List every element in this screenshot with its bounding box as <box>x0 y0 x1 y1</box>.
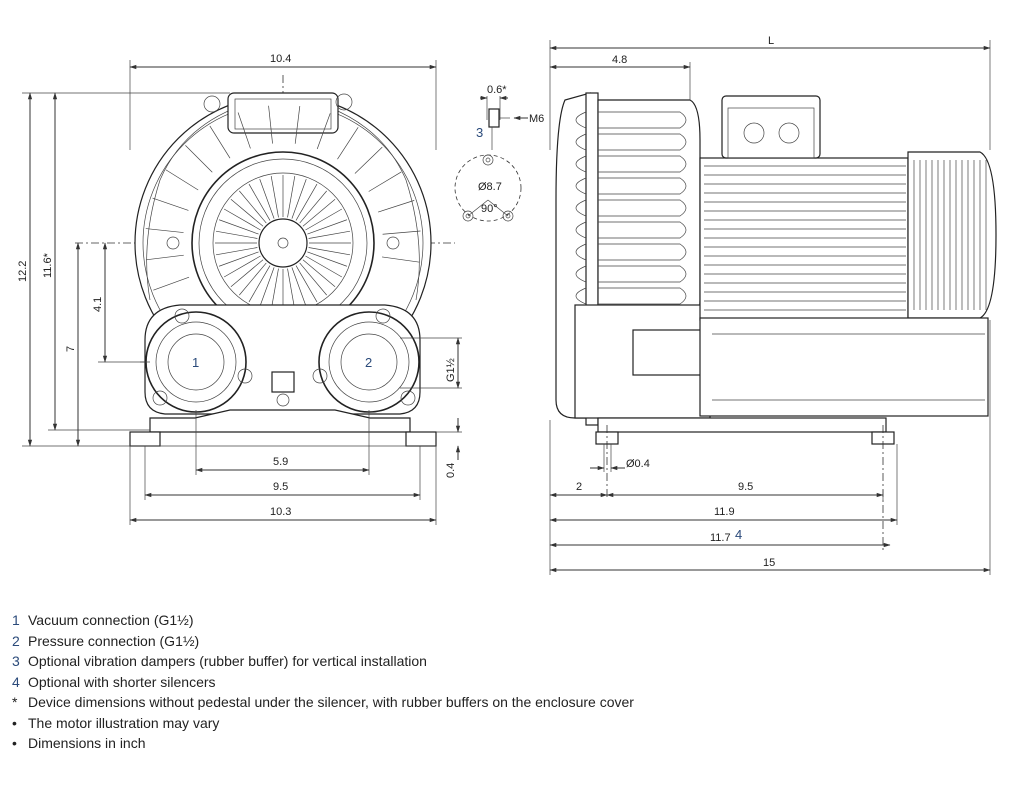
legend-key: • <box>12 714 17 731</box>
dim-foot-height: 0.4 <box>445 463 457 478</box>
legend-item: 4 Optional with shorter silencers <box>12 672 1012 693</box>
detail-offset: 0.6* <box>487 84 507 96</box>
legend-text: Pressure connection (G1½) <box>28 632 200 649</box>
dim-length-label: L <box>768 35 774 47</box>
legend-text: Device dimensions without pedestal under… <box>28 694 634 710</box>
damper-detail: 0.6* M6 3 Ø8.7 90° <box>454 84 544 222</box>
dim-width-top: 10.4 <box>270 53 291 65</box>
dim-port-spacing: 5.9 <box>273 456 288 468</box>
legend-key: 2 <box>12 632 20 649</box>
side-view <box>555 92 997 550</box>
dim-total-length: 15 <box>763 557 775 569</box>
dim-base-length: 11.9 <box>714 506 735 518</box>
legend-item: 2 Pressure connection (G1½) <box>12 631 1012 652</box>
legend-item: 3 Optional vibration dampers (rubber buff… <box>12 651 1012 672</box>
legend-key: * <box>12 694 18 710</box>
vacuum-callout: 1 <box>192 355 199 370</box>
legend-text: Dimensions in inch <box>28 735 146 751</box>
damper-callout: 3 <box>476 125 483 140</box>
dim-thread: G1½ <box>445 358 457 382</box>
front-dimensions: 10.4 12.2 11.6* 7 4.1 G1½ 0.4 5.9 <box>17 53 462 525</box>
dim-height-axis: 7 <box>65 346 77 352</box>
pressure-callout: 2 <box>365 355 372 370</box>
legend-key: 3 <box>12 653 20 669</box>
legend: 1 Vacuum connection (G1½) 2 Pressure connec… <box>12 610 1012 754</box>
detail-angle: 90° <box>481 203 498 215</box>
dim-foot-span: 9.5 <box>738 481 753 493</box>
legend-text: Optional vibration dampers (rubber buffe… <box>28 653 427 669</box>
detail-diameter: Ø8.7 <box>478 181 502 193</box>
front-view: 1 2 <box>75 75 455 447</box>
legend-item: • The motor illustration may vary <box>12 713 1012 734</box>
side-dimensions: L 4.8 Ø0.4 2 9.5 11.9 11.7 4 15 <box>549 35 991 575</box>
legend-key: 4 <box>12 673 20 690</box>
legend-text: Optional with shorter silencers <box>28 673 216 690</box>
dim-short-length: 11.7 <box>710 532 731 544</box>
legend-item: 1 Vacuum connection (G1½) <box>12 610 1012 631</box>
dim-hole-diameter: Ø0.4 <box>626 458 650 470</box>
dim-base-width: 10.3 <box>270 506 291 518</box>
dim-height-star: 11.6* <box>42 252 54 278</box>
technical-drawing: 1 2 10.4 12.2 11.6* 7 4.1 G1½ 0. <box>17 35 997 575</box>
legend-key: • <box>12 735 17 751</box>
short-silencer-callout: 4 <box>735 527 742 542</box>
dim-height-total: 12.2 <box>17 261 29 282</box>
legend-text: The motor illustration may vary <box>28 714 220 731</box>
detail-bolt: M6 <box>529 113 544 125</box>
dim-silencer-depth: 4.8 <box>612 54 627 66</box>
legend-key: 1 <box>12 612 20 628</box>
dim-port-offset: 4.1 <box>92 297 104 312</box>
legend-item: • Dimensions in inch <box>12 733 1012 754</box>
legend-text: Vacuum connection (G1½) <box>28 612 194 628</box>
dim-foot-spacing: 9.5 <box>273 481 288 493</box>
legend-item: * Device dimensions without pedestal unde… <box>12 692 1012 713</box>
dim-foot-offset: 2 <box>576 481 582 493</box>
